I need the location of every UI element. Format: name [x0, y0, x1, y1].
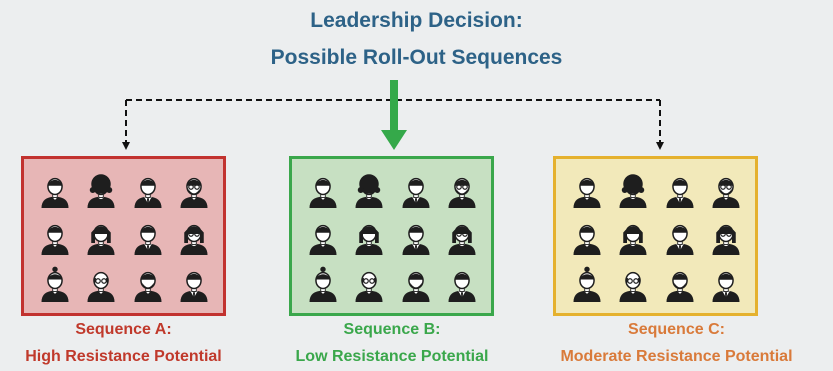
person-icon	[564, 260, 610, 307]
person-icon	[564, 214, 610, 261]
person-icon	[32, 167, 78, 214]
person-icon	[703, 214, 749, 261]
sequence-c-panel	[553, 156, 758, 316]
person-icon	[125, 260, 171, 307]
person-icon	[78, 167, 124, 214]
person-icon	[300, 214, 346, 261]
sequence-a-panel	[21, 156, 226, 316]
person-icon	[657, 214, 703, 261]
person-icon	[171, 214, 217, 261]
person-icon	[300, 260, 346, 307]
person-icon	[32, 214, 78, 261]
person-icon	[610, 167, 656, 214]
person-icon	[393, 214, 439, 261]
sequence-b-panel	[289, 156, 494, 316]
person-icon	[346, 214, 392, 261]
person-icon	[125, 214, 171, 261]
person-icon	[346, 167, 392, 214]
selected-arrow-shaft	[390, 80, 398, 132]
person-icon	[32, 260, 78, 307]
sequence-a-heading: Sequence A:	[75, 321, 172, 338]
person-icon	[703, 167, 749, 214]
person-icon	[703, 260, 749, 307]
sequence-c-heading: Sequence C:	[628, 321, 725, 338]
people-grid	[300, 167, 485, 307]
person-icon	[171, 167, 217, 214]
person-icon	[125, 167, 171, 214]
person-icon	[171, 260, 217, 307]
person-icon	[439, 260, 485, 307]
sequence-c-subheading: Moderate Resistance Potential	[560, 348, 793, 365]
diagram-title-line2: Possible Roll-Out Sequences	[270, 46, 563, 69]
selected-arrow-head	[381, 130, 407, 150]
person-icon	[78, 260, 124, 307]
person-icon	[610, 260, 656, 307]
person-icon	[439, 214, 485, 261]
person-icon	[439, 167, 485, 214]
person-icon	[657, 167, 703, 214]
person-icon	[393, 260, 439, 307]
person-icon	[564, 167, 610, 214]
sequence-a-subheading: High Resistance Potential	[25, 348, 222, 365]
person-icon	[610, 214, 656, 261]
person-icon	[657, 260, 703, 307]
sequence-b-heading: Sequence B:	[343, 321, 441, 338]
person-icon	[78, 214, 124, 261]
people-grid	[564, 167, 749, 307]
person-icon	[300, 167, 346, 214]
person-icon	[393, 167, 439, 214]
diagram-title-line1: Leadership Decision:	[310, 9, 523, 32]
person-icon	[346, 260, 392, 307]
people-grid	[32, 167, 217, 307]
sequence-b-subheading: Low Resistance Potential	[295, 348, 489, 365]
